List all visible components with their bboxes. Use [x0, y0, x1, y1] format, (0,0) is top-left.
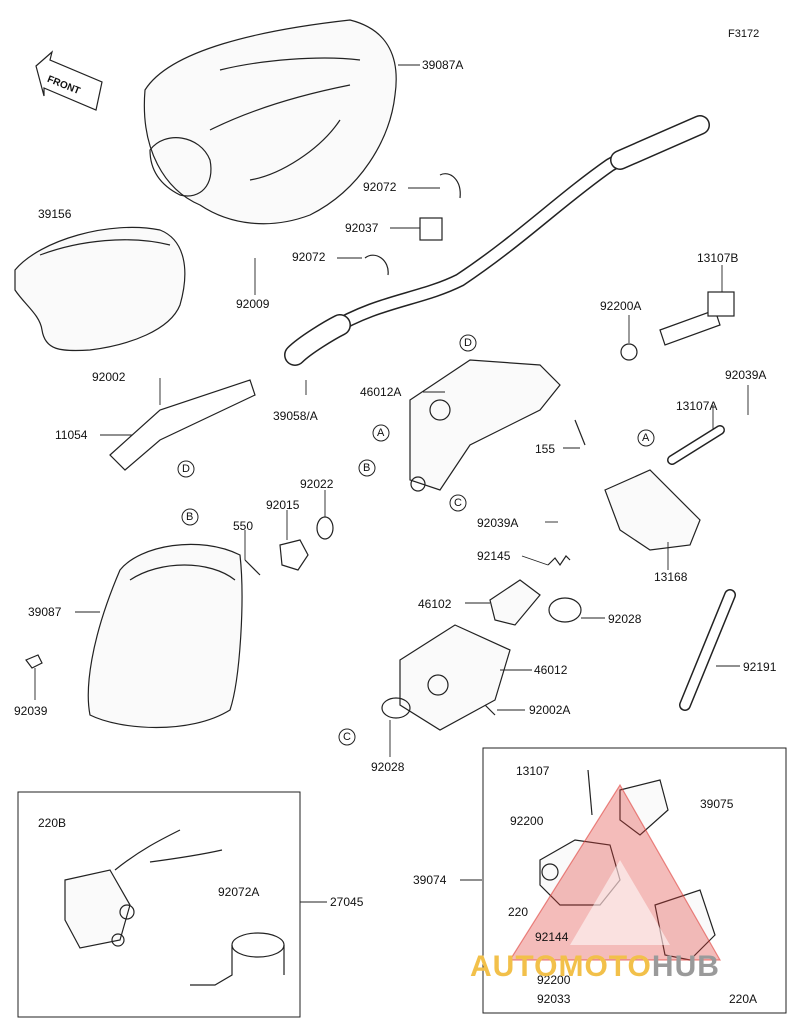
watermark-triangle-icon [508, 783, 722, 961]
spring-92145-shape [547, 555, 571, 567]
kit-27045-box [17, 791, 301, 1018]
part-92002-label[interactable]: 92002 [92, 370, 126, 384]
callout-a-left: A [377, 427, 385, 439]
part-92072a-label[interactable]: 92072A [218, 885, 260, 899]
part-92039-label[interactable]: 92039 [14, 704, 48, 718]
part-92009-label[interactable]: 92009 [236, 297, 270, 311]
part-550-label[interactable]: 550 [233, 519, 254, 533]
part-92002a-label[interactable]: 92002A [529, 703, 571, 717]
housing-46012-shape [399, 624, 511, 731]
front-arrow-icon [35, 50, 103, 111]
figure-id: F3172 [728, 28, 760, 40]
part-13168-label[interactable]: 13168 [654, 570, 688, 584]
watermark-text: AUTOMOTOHUB [470, 950, 720, 984]
rivet-92039-shape [25, 654, 43, 669]
pin-550-shape [244, 559, 261, 576]
part-46102-shape [489, 579, 541, 626]
part-92145-label[interactable]: 92145 [477, 549, 511, 563]
part-46012a-label[interactable]: 46012A [360, 385, 402, 399]
part-220b-label[interactable]: 220B [38, 816, 67, 830]
top-cover-shape [143, 19, 397, 225]
part-92200-label[interactable]: 92200 [510, 814, 544, 828]
part-13107b-label[interactable]: 13107B [697, 251, 739, 265]
bracket-11054-shape [109, 379, 256, 471]
callout-a-right: A [642, 432, 650, 444]
part-220-label[interactable]: 220 [508, 905, 529, 919]
callout-c-bottom: C [343, 731, 351, 743]
part-92033-label[interactable]: 92033 [537, 992, 571, 1006]
kit-39074-box [482, 747, 787, 1014]
housing-46012a-shape [409, 359, 561, 492]
watermark-part2: MOTO [558, 950, 652, 983]
part-39075-label[interactable]: 39075 [700, 797, 734, 811]
washer-92200a-shape [620, 343, 638, 361]
part-39074-label[interactable]: 39074 [413, 873, 447, 887]
part-92200a-label[interactable]: 92200A [600, 299, 642, 313]
lower-cover-39087-shape [87, 543, 243, 729]
part-92037-label[interactable]: 92037 [345, 221, 379, 235]
part-92015-label[interactable]: 92015 [266, 498, 300, 512]
part-46102-label[interactable]: 46102 [418, 597, 452, 611]
nut-92015-shape [279, 539, 309, 571]
part-220a-label[interactable]: 220A [729, 992, 758, 1006]
callout-b-left: B [363, 462, 371, 474]
clip-92037-shape [419, 217, 443, 241]
part-92200-b-label[interactable]: 92200 [537, 973, 571, 987]
part-39087a-label[interactable]: 39087A [422, 58, 464, 72]
callout-b-cover: B [186, 511, 194, 523]
part-39156-label[interactable]: 39156 [38, 207, 72, 221]
part-155-label[interactable]: 155 [535, 442, 556, 456]
bolt-155-shape [574, 419, 586, 446]
callout-d-bracket: D [182, 463, 190, 475]
part-13107a-label[interactable]: 13107A [676, 399, 718, 413]
part-92072-mid-label[interactable]: 92072 [292, 250, 326, 264]
clamp-92072a-shape [190, 932, 285, 986]
washer-92028-right-shape [548, 597, 582, 623]
switch-27045-shape [64, 829, 223, 949]
washer-92028-bottom-shape [381, 697, 411, 719]
part-92028-bottom-label[interactable]: 92028 [371, 760, 405, 774]
switch-39074-shape [539, 769, 716, 961]
part-13107-label[interactable]: 13107 [516, 764, 550, 778]
callout-d-top: D [464, 337, 472, 349]
watermark-part1: AUTO [470, 950, 559, 983]
part-39087-label[interactable]: 39087 [28, 605, 62, 619]
handle-pad-shape [14, 226, 186, 352]
bolt-92002a-shape [484, 704, 496, 716]
clamp-upper-shape [439, 173, 461, 199]
callout-c-mid: C [454, 497, 462, 509]
watermark-part3: HUB [651, 950, 720, 983]
part-39058a-label[interactable]: 39058/A [273, 409, 318, 423]
handlebar-shape [284, 115, 710, 366]
part-46012-label[interactable]: 46012 [534, 663, 568, 677]
bolt-13107b-shape [659, 291, 735, 346]
part-92144-label[interactable]: 92144 [535, 930, 569, 944]
part-92191-label[interactable]: 92191 [743, 660, 777, 674]
part-92039a-mid-label[interactable]: 92039A [477, 516, 519, 530]
part-92028-right-label[interactable]: 92028 [608, 612, 642, 626]
clamp-lower-shape [364, 254, 389, 276]
part-92022-label[interactable]: 92022 [300, 477, 334, 491]
part-92039a-top-label[interactable]: 92039A [725, 368, 767, 382]
plate-13168-shape [604, 469, 701, 551]
part-27045-label[interactable]: 27045 [330, 895, 364, 909]
part-92072-top-label[interactable]: 92072 [363, 180, 397, 194]
part-11054-label[interactable]: 11054 [55, 428, 88, 442]
